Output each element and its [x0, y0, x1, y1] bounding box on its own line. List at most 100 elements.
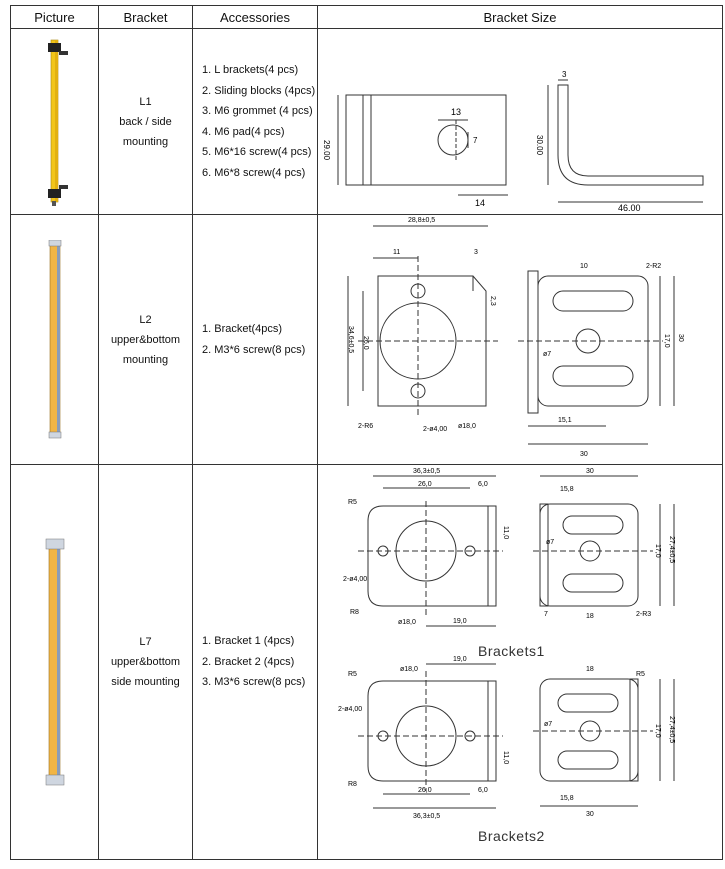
- dim-label: 13: [451, 107, 461, 117]
- header-bracket: Bracket: [98, 5, 193, 29]
- dim-label: R5: [636, 671, 645, 678]
- header-bracket-size: Bracket Size: [317, 5, 723, 29]
- accessory-item: 3. M6 grommet (4 pcs): [202, 105, 313, 117]
- dim-label: 30: [586, 811, 594, 818]
- size-cell-l1: 13 7 29.00 14 3 30.00 46.00: [317, 28, 723, 215]
- dim-label: 10: [580, 263, 588, 270]
- accessory-item: 1. L brackets(4 pcs): [202, 64, 299, 76]
- dim-label: R5: [348, 499, 357, 506]
- header-accessories: Accessories: [192, 5, 318, 29]
- header-picture: Picture: [10, 5, 99, 29]
- light-curtain-orange-image: [48, 239, 61, 438]
- dim-label: 17,0: [654, 724, 661, 738]
- dim-label: R8: [350, 609, 359, 616]
- dim-label: ø18,0: [398, 619, 416, 626]
- accessory-item: 3. M3*6 screw(8 pcs): [202, 676, 306, 689]
- accessories-cell-l1: 1. L brackets(4 pcs) 2. Sliding blocks (…: [192, 28, 318, 215]
- light-curtain-orange-image-2: [45, 538, 64, 786]
- table-row-l7: L7 upper&bottom side mounting 1. Bracket…: [10, 464, 723, 860]
- dim-label: 6,0: [478, 787, 488, 794]
- l2-bracket-drawing: 28,8±0,5 11 3 2,3 34,6±0,5 26,0 2-R6 2-ø…: [347, 217, 684, 458]
- bracket-cell-l1: L1 back / side mounting: [98, 28, 193, 215]
- dim-label: 2-R3: [636, 611, 651, 618]
- table-row-l2: L2 upper&bottom mounting 1. Bracket(4pcs…: [10, 214, 723, 465]
- dim-label: 26,0: [362, 336, 369, 350]
- bracket-cell-l7: L7 upper&bottom side mounting: [98, 464, 193, 860]
- header-row: Picture Bracket Accessories Bracket Size: [10, 5, 723, 29]
- brackets1-caption: Brackets1: [478, 643, 545, 659]
- dim-label: 30: [677, 334, 684, 342]
- bracket-type-2: mounting: [122, 353, 169, 366]
- accessory-item: 4. M6 pad(4 pcs): [202, 125, 285, 138]
- accessories-cell-l7: 1. Bracket 1 (4pcs) 2. Bracket 2 (4pcs) …: [192, 464, 318, 860]
- dim-label: 7: [544, 611, 548, 618]
- dim-label: 3: [474, 249, 478, 256]
- dim-label: 27,4±0,5: [668, 536, 675, 563]
- dim-label: 2-ø4,00: [423, 426, 447, 433]
- accessories-cell-l2: 1. Bracket(4pcs) 2. M3*6 screw(8 pcs): [192, 214, 318, 465]
- dim-label: 19,0: [453, 618, 467, 625]
- dim-label: 26,0: [418, 787, 432, 794]
- dim-label: ø7: [543, 351, 551, 358]
- l7-bracket-drawing: 36,3±0,5 26,0 6,0 R5 11,0 2-ø4,00 ø18,0 …: [338, 468, 675, 844]
- picture-cell-l7: [10, 464, 99, 860]
- bracket-type: back / side: [119, 115, 172, 128]
- dim-label: 29.00: [322, 140, 331, 161]
- bracket-model: L1: [139, 95, 152, 108]
- dim-label: 11,0: [502, 526, 509, 539]
- dim-label: 18: [586, 666, 594, 673]
- picture-cell-l1: [10, 28, 99, 215]
- dim-label: 2-R6: [358, 423, 373, 430]
- accessory-item: 2. Bracket 2 (4pcs): [202, 655, 295, 668]
- dim-label: 15,8: [560, 486, 574, 493]
- table-row-l1: L1 back / side mounting 1. L brackets(4 …: [10, 28, 723, 215]
- dim-label: 15,8: [560, 795, 574, 802]
- dim-label: ø18,0: [400, 666, 418, 673]
- dim-label: 34,6±0,5: [347, 326, 354, 353]
- accessory-item: 2. M3*6 screw(8 pcs): [202, 343, 306, 356]
- dim-label: 2-R2: [646, 263, 661, 270]
- dim-label: 26,0: [418, 481, 432, 488]
- bracket-model: L7: [139, 636, 152, 648]
- dim-label: 27,4±0,5: [668, 716, 675, 743]
- size-cell-l2: 28,8±0,5 11 3 2,3 34,6±0,5 26,0 2-R6 2-ø…: [317, 214, 723, 465]
- accessory-item: 2. Sliding blocks (4pcs): [202, 84, 316, 97]
- bracket-type-2: mounting: [122, 135, 169, 148]
- bracket-spec-table: Picture Bracket Accessories Bracket Size…: [10, 5, 723, 860]
- dim-label: R5: [348, 671, 357, 678]
- dim-label: 3: [562, 70, 567, 79]
- dim-label: 30.00: [535, 135, 544, 156]
- dim-label: 11: [393, 249, 400, 256]
- dim-label: 30: [586, 468, 594, 475]
- light-curtain-yellow-image: [47, 39, 68, 206]
- dim-label: 19,0: [453, 656, 467, 663]
- dim-label: 17,0: [654, 544, 661, 558]
- accessory-item: 6. M6*8 screw(4 pcs): [202, 166, 306, 179]
- brackets2-caption: Brackets2: [478, 828, 545, 844]
- dim-label: 17,0: [663, 334, 670, 348]
- dim-label: ø7: [544, 721, 552, 728]
- dim-label: ø18,0: [458, 423, 476, 430]
- dim-label: 2-ø4,00: [343, 576, 367, 583]
- dim-label: 6,0: [478, 481, 488, 488]
- bracket-type: upper&bottom: [110, 333, 181, 346]
- dim-label: 46.00: [618, 203, 641, 213]
- bracket-type: upper&bottom: [110, 656, 181, 668]
- dim-label: 11,0: [502, 751, 509, 764]
- picture-cell-l2: [10, 214, 99, 465]
- dim-label: 30: [580, 451, 588, 458]
- bracket-cell-l2: L2 upper&bottom mounting: [98, 214, 193, 465]
- dim-label: 14: [475, 198, 485, 208]
- dim-label: 15,1: [558, 417, 572, 424]
- dim-label: 36,3±0,5: [413, 468, 440, 475]
- dim-label: 28,8±0,5: [408, 217, 435, 224]
- dim-label: ø7: [546, 539, 554, 546]
- dim-label: 2-ø4,00: [338, 706, 362, 713]
- dim-label: 18: [586, 613, 594, 620]
- dim-label: 7: [473, 136, 478, 145]
- dim-label: 2,3: [489, 296, 496, 306]
- accessory-item: 5. M6*16 screw(4 pcs): [202, 146, 312, 158]
- accessory-item: 1. Bracket(4pcs): [202, 323, 283, 335]
- l1-bracket-drawing: 13 7 29.00 14 3 30.00 46.00: [322, 70, 704, 213]
- size-cell-l7: 36,3±0,5 26,0 6,0 R5 11,0 2-ø4,00 ø18,0 …: [317, 464, 723, 860]
